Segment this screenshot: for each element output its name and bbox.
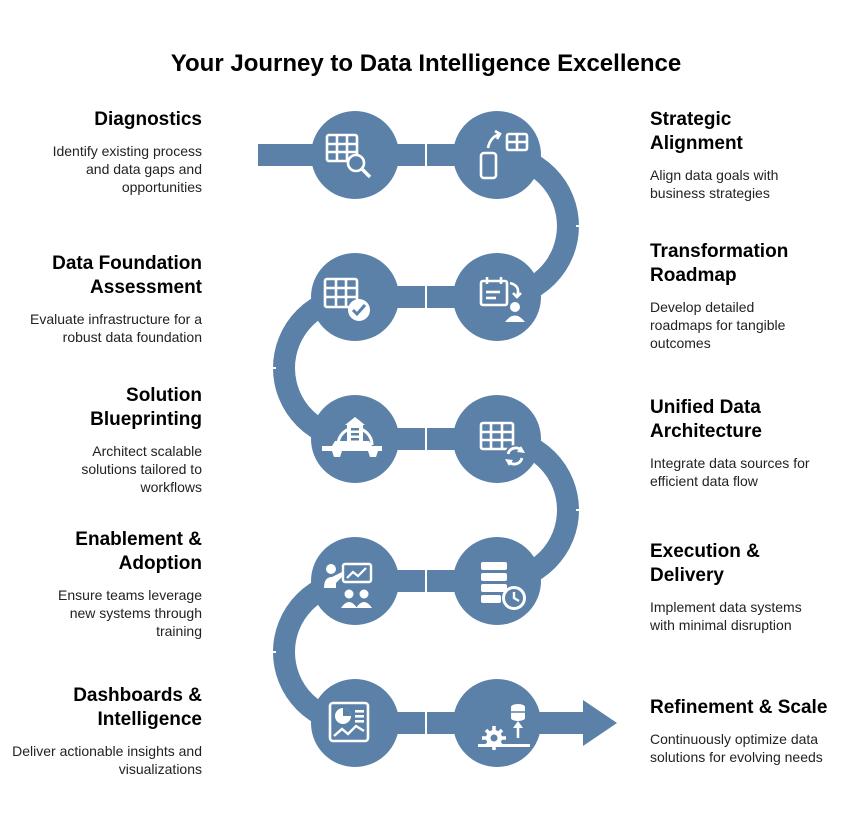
database-gear-icon bbox=[453, 679, 541, 767]
step-title: Strategic Alignment bbox=[650, 109, 743, 154]
presentation-team-icon bbox=[311, 537, 399, 625]
table-check-icon bbox=[311, 253, 399, 341]
step-description: Evaluate infrastructure for a robust dat… bbox=[30, 311, 202, 345]
step-title: Refinement & Scale bbox=[650, 697, 828, 718]
step-description: Implement data systems with minimal disr… bbox=[650, 599, 802, 633]
step-enablement-adoption: Enablement & Adoption Ensure teams lever… bbox=[2, 528, 202, 640]
step-unified-data-architecture: Unified Data Architecture Integrate data… bbox=[650, 396, 850, 490]
step-description: Deliver actionable insights and visualiz… bbox=[12, 743, 202, 777]
step-description: Architect scalable solutions tailored to… bbox=[81, 443, 202, 495]
step-data-foundation-assessment: Data Foundation Assessment Evaluate infr… bbox=[2, 252, 202, 346]
step-title: Data Foundation Assessment bbox=[52, 253, 202, 298]
step-refinement-scale: Refinement & Scale Continuously optimize… bbox=[650, 696, 850, 766]
step-dashboards-intelligence: Dashboards & Intelligence Deliver action… bbox=[2, 684, 202, 778]
building-gear-icon bbox=[311, 395, 399, 483]
step-title: Unified Data Architecture bbox=[650, 397, 762, 442]
step-transformation-roadmap: Transformation Roadmap Develop detailed … bbox=[650, 240, 850, 352]
step-solution-blueprinting: Solution Blueprinting Architect scalable… bbox=[2, 384, 202, 496]
mobile-grid-sync-icon bbox=[453, 111, 541, 199]
step-description: Develop detailed roadmaps for tangible o… bbox=[650, 299, 786, 351]
dashboard-chart-icon bbox=[311, 679, 399, 767]
clipboard-user-icon bbox=[453, 253, 541, 341]
table-search-icon bbox=[311, 111, 399, 199]
step-execution-delivery: Execution & Delivery Implement data syst… bbox=[650, 540, 850, 634]
step-title: Diagnostics bbox=[94, 109, 202, 130]
step-description: Align data goals with business strategie… bbox=[650, 167, 779, 201]
step-description: Continuously optimize data solutions for… bbox=[650, 731, 823, 765]
step-description: Identify existing process and data gaps … bbox=[52, 143, 202, 195]
page-title: Your Journey to Data Intelligence Excell… bbox=[170, 50, 682, 77]
step-title: Transformation Roadmap bbox=[650, 241, 789, 286]
step-title: Enablement & Adoption bbox=[75, 529, 202, 574]
step-diagnostics: Diagnostics Identify existing process an… bbox=[2, 108, 202, 196]
step-title: Execution & Delivery bbox=[650, 541, 760, 586]
step-description: Integrate data sources for efficient dat… bbox=[650, 455, 810, 489]
step-title: Dashboards & Intelligence bbox=[73, 685, 202, 730]
step-description: Ensure teams leverage new systems throug… bbox=[58, 587, 202, 639]
step-strategic-alignment: Strategic Alignment Align data goals wit… bbox=[650, 108, 850, 202]
arrow-head-icon bbox=[583, 700, 617, 746]
server-clock-icon bbox=[453, 537, 541, 625]
table-refresh-icon bbox=[453, 395, 541, 483]
step-title: Solution Blueprinting bbox=[90, 385, 202, 430]
